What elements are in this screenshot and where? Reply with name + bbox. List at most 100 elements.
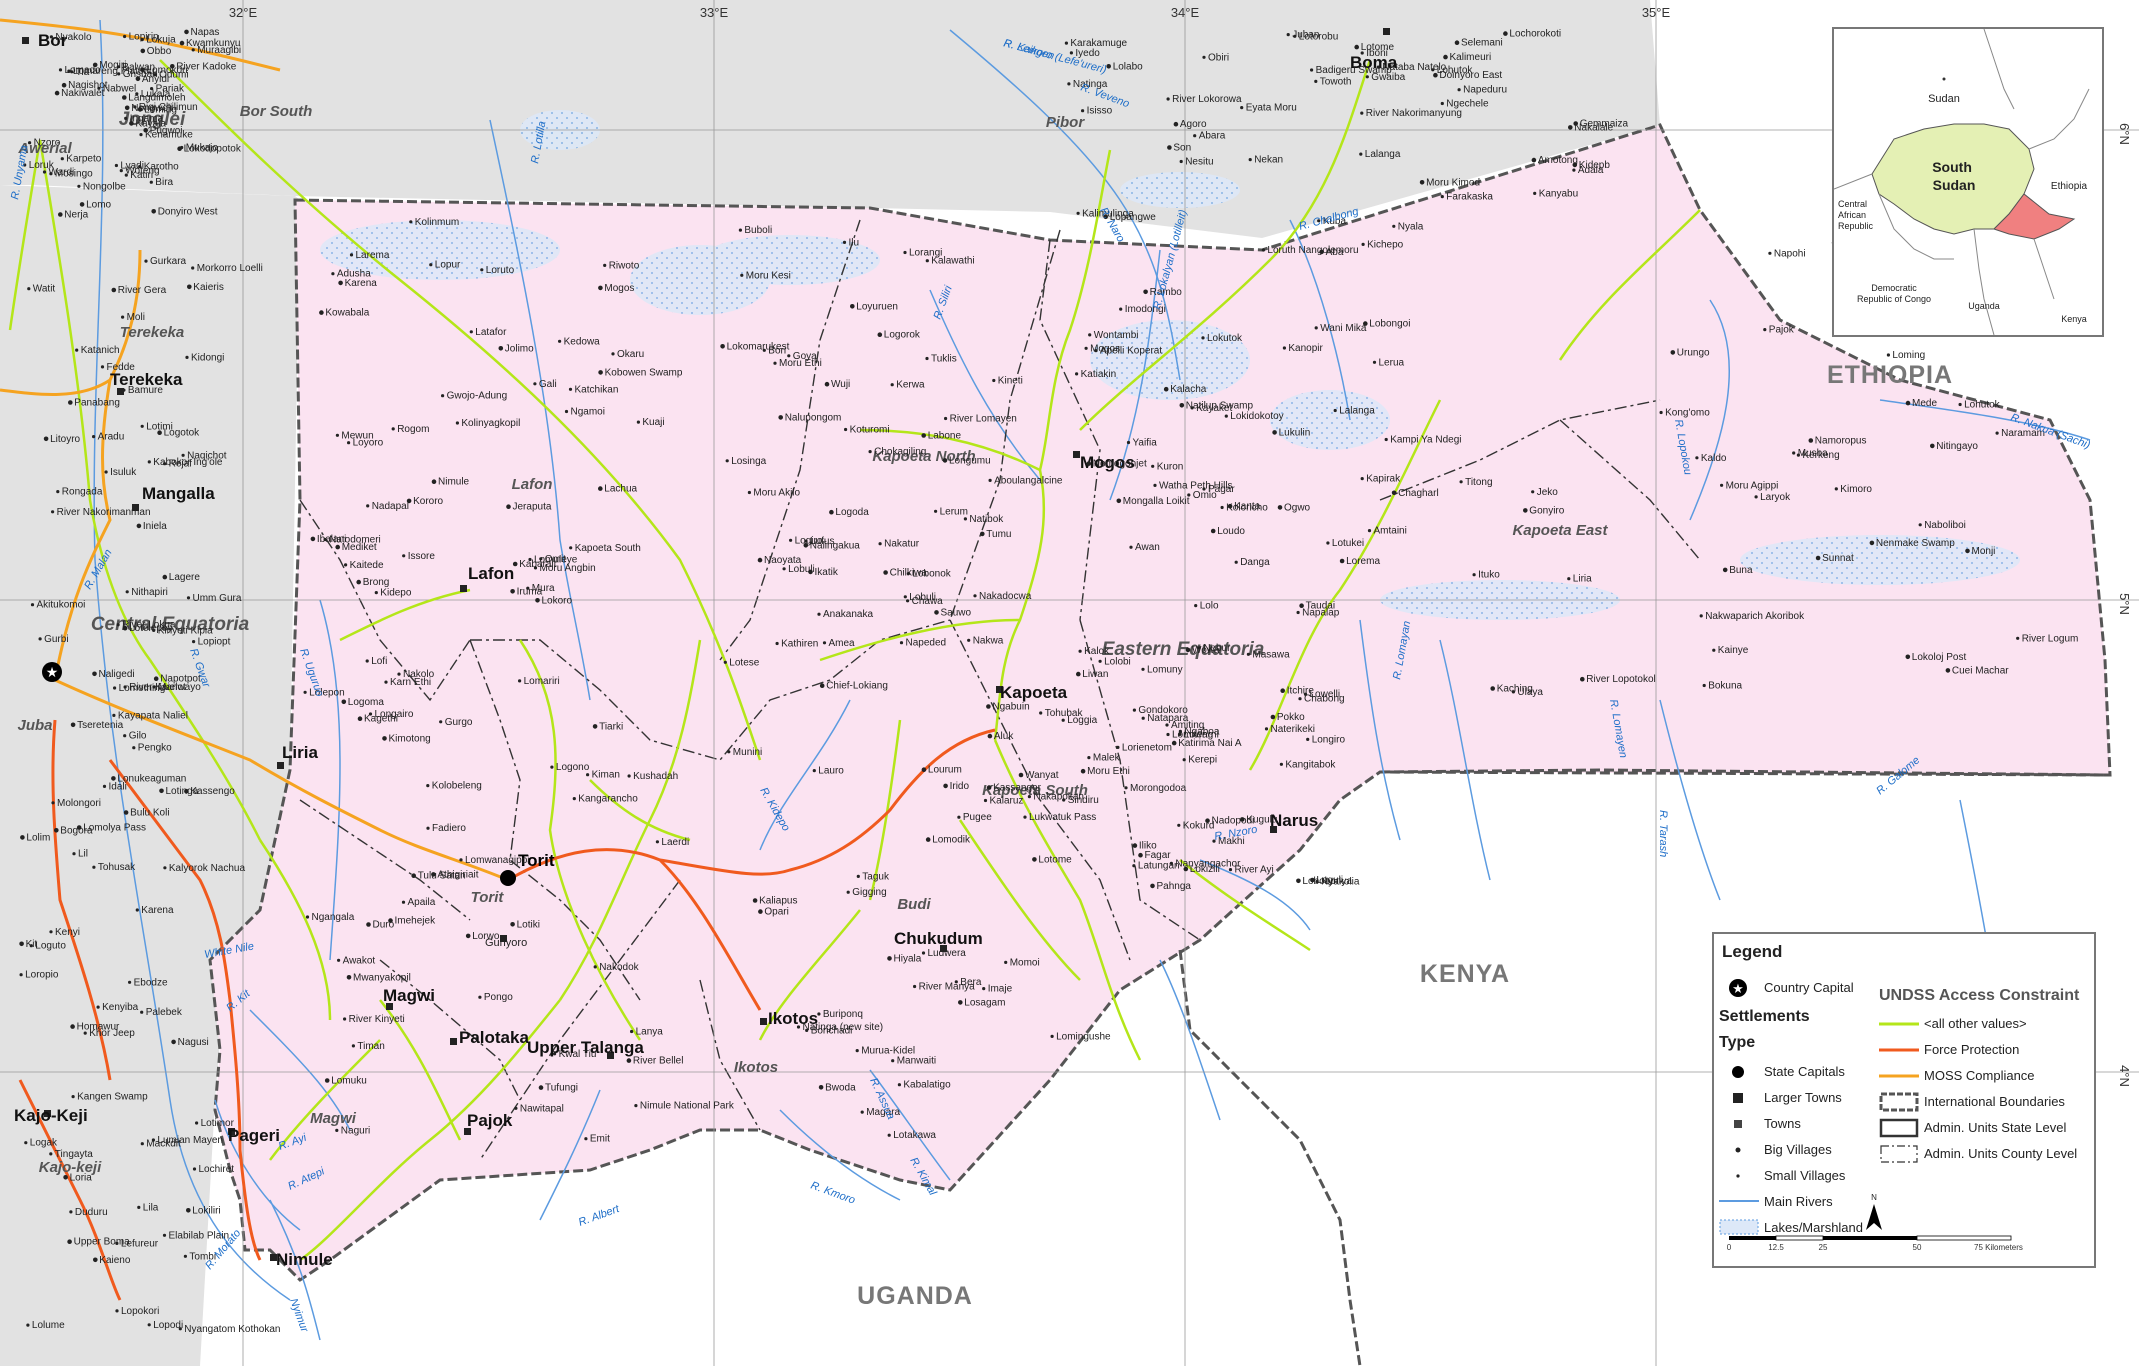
- village-label: Elabilab Plain: [169, 1230, 230, 1241]
- village-marker: Wowa: [1185, 645, 1220, 656]
- village-marker: Lomuku: [324, 1076, 367, 1087]
- village-marker: Kenamuke: [139, 130, 193, 141]
- village-label: Karakamuge: [1070, 38, 1127, 49]
- svg-text:Pajok: Pajok: [467, 1111, 513, 1130]
- village-marker: Sunnat: [1815, 553, 1854, 564]
- svg-text:Budi: Budi: [897, 896, 931, 913]
- village-marker: Nataba Natelo: [1376, 62, 1447, 73]
- village-label: Kobowen Swamp: [605, 367, 683, 378]
- state-capital-torit[interactable]: Torit: [500, 851, 555, 886]
- village-label: Lufus: [810, 536, 834, 547]
- village-marker: Kuaji: [636, 417, 665, 428]
- village-label: Buriponq: [823, 1009, 863, 1020]
- village-label: Kaching: [1497, 684, 1533, 695]
- village-marker: Goya: [787, 351, 817, 362]
- legend-lake-icon: [1719, 1219, 1759, 1235]
- village-label: Rongada: [62, 487, 103, 498]
- country-label-ethiopia: ETHIOPIA: [1827, 361, 1953, 389]
- village-marker: Odumi: [153, 70, 189, 81]
- village-label: Kenyiba: [102, 1002, 139, 1013]
- village-marker: Aluk: [987, 731, 1014, 742]
- village-marker: Nitingayo: [1930, 441, 1978, 452]
- village-label: Longairo: [375, 709, 414, 720]
- eastern-equatoria-state: [208, 123, 2112, 1282]
- village-marker: Longumu: [942, 455, 991, 466]
- village-marker: Naramam: [1995, 428, 2045, 439]
- village-marker: Moru Ethi: [773, 358, 822, 369]
- village-marker: Lerua: [1372, 357, 1405, 368]
- village-label: Homawur: [77, 1022, 120, 1033]
- village-label: Natapara: [1147, 713, 1189, 724]
- village-marker: Nadapal: [366, 501, 409, 512]
- village-marker: Cuei Machar: [1945, 665, 2009, 676]
- scale-bar: 0 12.5 25 50 75 Kilometers: [1727, 1235, 2023, 1252]
- village-label: Selemani: [1461, 38, 1503, 49]
- village-marker: Lomiteng: [1166, 730, 1213, 741]
- village-label: Katiri: [130, 170, 153, 181]
- village-marker: Sindiru: [1062, 795, 1099, 806]
- village-label: Aluk: [994, 731, 1014, 742]
- village-label: Musha: [1798, 448, 1828, 459]
- larger-towns: Bor Boma Lafon Kapoeta Mogos Narus Chuku…: [14, 28, 1398, 1269]
- village-marker: Aboulangalcine: [988, 475, 1063, 486]
- village-label: Mede: [1912, 398, 1937, 409]
- country-capital-marker[interactable]: ★: [42, 662, 62, 682]
- village-label: Iliko: [1139, 841, 1157, 852]
- svg-text:Mogos: Mogos: [1080, 453, 1135, 472]
- village-marker: Chokagiling: [868, 447, 926, 458]
- inset-label-uganda: Uganda: [1968, 301, 2000, 311]
- village-label: Wardi: [49, 167, 75, 178]
- village-label: Ibalani: [317, 534, 346, 545]
- village-label: Riwoto: [609, 260, 640, 271]
- village-label: Bera: [960, 977, 982, 988]
- village-label: Bokuna: [1708, 681, 1742, 692]
- village-marker: Son: [1167, 143, 1191, 154]
- village-label: Pariak: [156, 84, 185, 95]
- village-label: Gwojo-Adung: [447, 391, 508, 402]
- village-marker: Omit: [539, 554, 566, 565]
- village-marker: Urungo: [1670, 347, 1710, 358]
- village-label: Napalap: [1302, 608, 1340, 619]
- village-label: Pongo: [484, 992, 513, 1003]
- village-marker: Lil: [72, 849, 88, 860]
- village-marker: River Lopotokol: [1580, 674, 1656, 685]
- village-marker: Jeko: [1531, 487, 1558, 498]
- village-label: Nakatur: [884, 539, 920, 550]
- svg-text:Narus: Narus: [1270, 811, 1318, 830]
- village-marker: Logoda: [829, 507, 869, 518]
- village-label: Napas: [191, 27, 220, 38]
- village-label: Kimoro: [1840, 484, 1872, 495]
- village-marker: Munini: [727, 747, 762, 758]
- village-label: Loyoro: [353, 438, 384, 449]
- village-marker: Ituko: [1472, 570, 1500, 581]
- village-label: River Lopotokol: [1586, 674, 1655, 685]
- village-marker: Kerwa: [890, 380, 925, 391]
- village-label: Itchire: [1287, 686, 1315, 697]
- village-label: Nadapal: [372, 501, 409, 512]
- village-marker: Imodongi: [1119, 304, 1166, 315]
- village-marker: Kalok: [1078, 646, 1110, 657]
- village-label: Kidongi: [191, 352, 224, 363]
- village-marker: Lerum: [934, 506, 968, 517]
- village-label: Lochiret: [199, 1164, 235, 1175]
- village-label: Loruk: [29, 160, 55, 171]
- village-label: Titong: [1465, 477, 1492, 488]
- village-label: Anakanaka: [823, 609, 873, 620]
- village-label: River Kinyeti: [349, 1014, 405, 1025]
- village-marker: Murua-Kidel: [855, 1046, 915, 1057]
- village-label: Tombi: [189, 1251, 216, 1262]
- village-marker: Litoyro: [43, 434, 81, 445]
- village-marker: Nomogonjet: [1086, 459, 1147, 470]
- village-label: Lopangwe: [1110, 212, 1157, 223]
- svg-text:Juba: Juba: [17, 717, 52, 734]
- village-label: River Nakorimanman: [57, 507, 151, 518]
- village-marker: Kolinyagkopil: [455, 418, 520, 429]
- village-marker: Loyoro: [347, 438, 384, 449]
- village-marker: Pahnga: [1150, 881, 1191, 892]
- village-label: Katchikan: [575, 384, 619, 395]
- village-label: Juban: [1292, 30, 1319, 41]
- village-label: Nakiwalet: [61, 88, 105, 99]
- village-label: Loruto: [486, 265, 515, 276]
- village-label: Iniela: [143, 521, 167, 532]
